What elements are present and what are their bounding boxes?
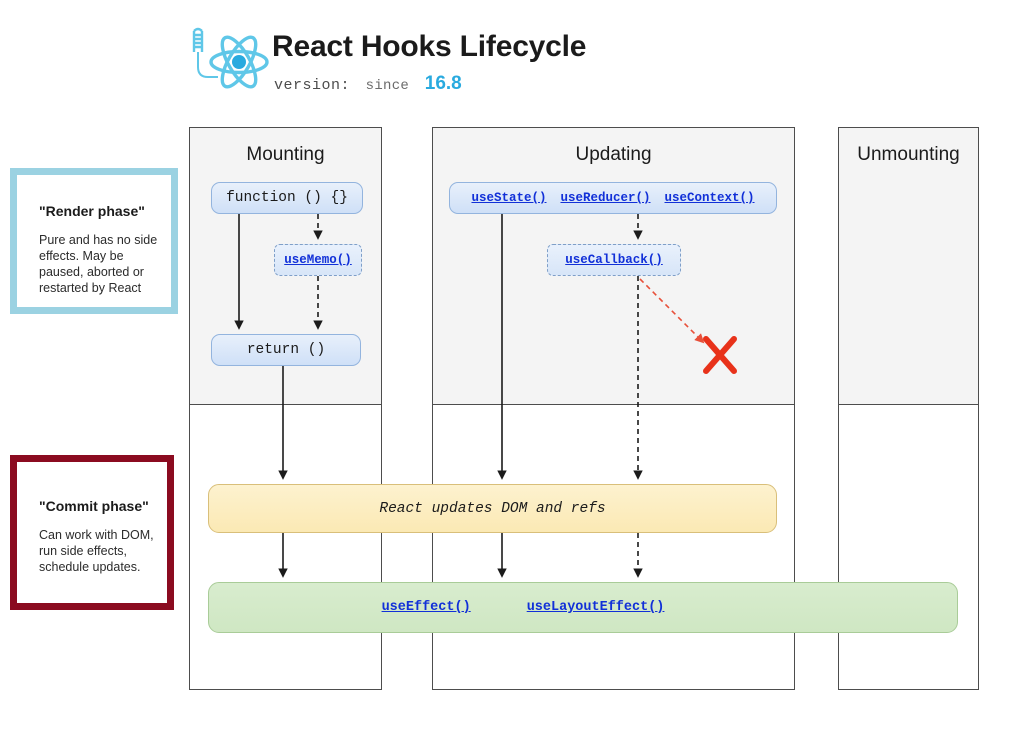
node-state-hooks: useState() useReducer() useContext() [449,182,777,214]
hook-link-usememo[interactable]: useMemo() [284,253,352,267]
node-function-component: function () {} [211,182,363,214]
state-hooks-row: useState() useReducer() useContext() [471,191,754,205]
react-atom-crochet-hook-icon [182,22,286,100]
hook-link-usestate[interactable]: useState() [471,191,547,205]
column-updating-title: Updating [575,144,652,165]
column-mounting-title: Mounting [246,144,325,165]
hook-link-uselayouteffect[interactable]: useLayoutEffect() [526,600,665,615]
render-phase-description: Pure and has no side effects. May be pau… [39,233,158,295]
column-unmounting-render-region [839,128,978,405]
version-line: version: since 16.8 [274,73,462,95]
hook-link-usecallback[interactable]: useCallback() [565,253,663,267]
page-title: React Hooks Lifecycle [272,30,587,63]
bar-react-updates-dom: React updates DOM and refs [208,484,777,533]
node-usememo: useMemo() [274,244,362,276]
effect-hooks-row: useEffect() useLayoutEffect() [382,600,665,615]
bar-effect-hooks: useEffect() useLayoutEffect() [208,582,958,633]
column-unmounting-title: Unmounting [857,144,960,165]
render-phase-title: "Render phase" [39,203,145,219]
commit-phase-title: "Commit phase" [39,498,149,514]
version-number: 16.8 [424,73,462,94]
hook-link-usereducer[interactable]: useReducer() [560,191,651,205]
node-return: return () [211,334,361,366]
version-since: since [365,78,410,94]
commit-phase-callout: "Commit phase" Can work with DOM, run si… [10,455,174,610]
skip-x-icon [700,333,740,377]
hook-link-usecontext[interactable]: useContext() [664,191,755,205]
node-usecallback: useCallback() [547,244,681,276]
version-label: version: [274,77,351,94]
commit-phase-description: Can work with DOM, run side effects, sch… [39,528,154,574]
hook-link-useeffect[interactable]: useEffect() [381,600,471,615]
render-phase-callout: "Render phase" Pure and has no side effe… [10,168,178,314]
